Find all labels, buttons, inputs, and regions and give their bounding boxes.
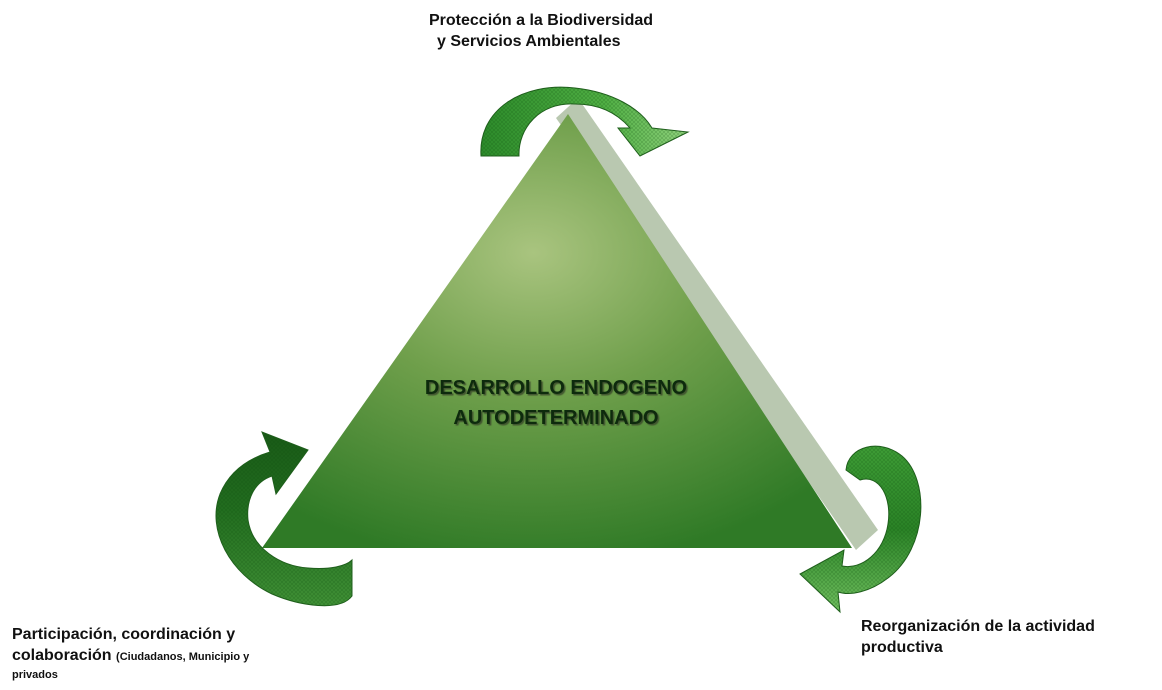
label-participation-main: colaboración	[12, 647, 112, 664]
top-curved-arrow-icon	[480, 86, 690, 157]
triangle-shadow-band	[556, 98, 878, 550]
label-biodiversity-line-2: y Servicios Ambientales	[437, 33, 621, 50]
left-curved-arrow-icon	[215, 431, 353, 607]
center-title-line-2: AUTODETERMINADO	[453, 407, 658, 429]
right-curved-arrow-icon	[799, 445, 922, 614]
label-biodiversity-line-1: Protección a la Biodiversidad	[429, 12, 654, 29]
label-productive-activity-line-2: productiva	[861, 639, 943, 656]
label-participation: Participación, coordinación y colaboraci…	[12, 624, 249, 682]
label-participation-line-3: privados	[12, 669, 58, 681]
label-productive-activity: Reorganización de la actividad productiv…	[861, 616, 1095, 658]
label-participation-line-1: Participación, coordinación y	[12, 626, 236, 643]
label-biodiversity: Protección a la Biodiversidad y Servicio…	[429, 10, 653, 52]
label-participation-detail: (Ciudadanos, Municipio y	[116, 651, 250, 663]
label-productive-activity-line-1: Reorganización de la actividad	[861, 618, 1095, 635]
label-participation-line-2: colaboración (Ciudadanos, Municipio y	[12, 645, 249, 668]
main-triangle	[262, 114, 852, 548]
center-title-line-1: DESARROLLO ENDOGENO	[425, 377, 687, 399]
